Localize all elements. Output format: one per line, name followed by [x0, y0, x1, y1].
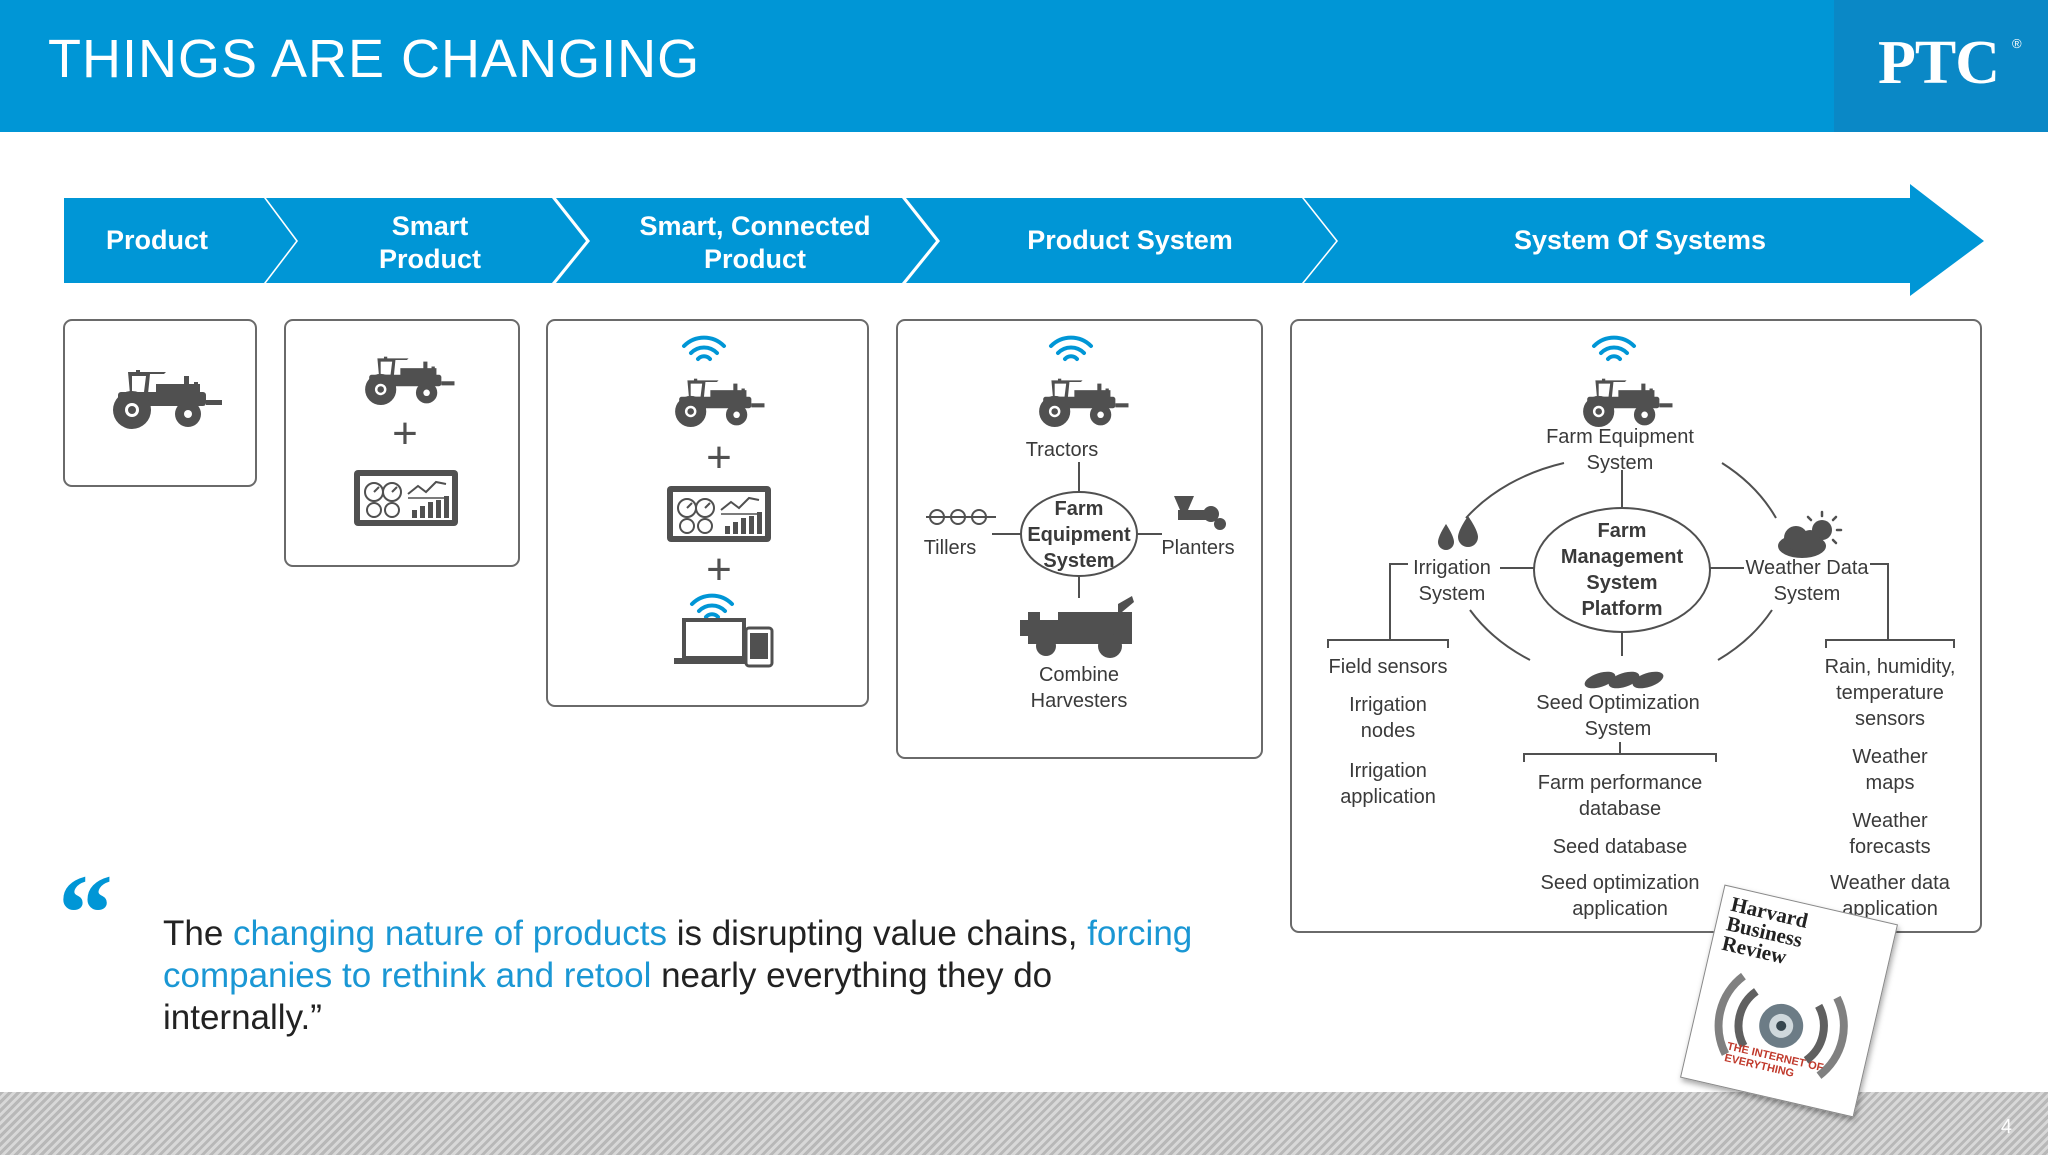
- label-farm-equipment-system: Farm Equipment System: [1027, 498, 1131, 572]
- quote-highlight: forcing companies to rethink and retool: [163, 914, 1193, 995]
- irrigation-item: Irrigation application: [1340, 760, 1436, 808]
- irrigation-item: Irrigation nodes: [1349, 694, 1427, 742]
- weather-item: Rain, humidity, temperature sensors: [1824, 656, 1956, 730]
- chevron-label-product-system: Product System: [1027, 225, 1233, 255]
- seeds-icon: [1584, 671, 1664, 689]
- label-farm-management-platform: Farm Management System Platform: [1560, 520, 1684, 620]
- label-farm-equipment-system: Farm Equipment System: [1546, 426, 1694, 474]
- plus-sign: +: [392, 409, 418, 458]
- quote-mark-icon: “: [58, 852, 113, 974]
- connector-arc: [1465, 462, 1565, 519]
- footer-stripe: [0, 1092, 2048, 1155]
- page-number: 4: [2000, 1116, 2012, 1138]
- connector-arc: [1721, 462, 1777, 519]
- hbr-magazine-cover: Harvard Business Review THE INTERNET OF …: [1680, 884, 1898, 1118]
- dashboard-icon: [666, 485, 772, 543]
- page-title: THINGS ARE CHANGING: [48, 29, 701, 89]
- label-irrigation-system: Irrigation System: [1413, 557, 1491, 605]
- quote-part: is disrupting value chains,: [666, 914, 1088, 953]
- chevron-label-smart-product: Smart Product: [378, 211, 481, 274]
- chevron-smart-connected-product: [556, 198, 936, 283]
- connector-arc: [1717, 609, 1773, 661]
- label-tillers: Tillers: [923, 537, 977, 559]
- combine-harvester-icon: [1020, 596, 1134, 658]
- label-seed-optimization-system: Seed Optimization System: [1536, 692, 1700, 740]
- ptc-logo: PTC ®: [1834, 0, 2048, 132]
- weather-item: Weather data application: [1830, 872, 1950, 920]
- irrigation-item: Field sensors: [1328, 656, 1448, 678]
- label-combine-harvesters: Combine Harvesters: [1030, 664, 1128, 712]
- weather-icon: [1778, 510, 1843, 558]
- planter-icon: [1174, 496, 1226, 530]
- arrow-system-of-systems: [1304, 184, 1984, 296]
- seed-item: Seed database: [1552, 836, 1688, 858]
- plus-sign: +: [706, 545, 732, 594]
- quote-part: nearly everything they do internally.”: [163, 956, 1053, 1037]
- quote-part: The: [163, 914, 234, 953]
- header-bar: THINGS ARE CHANGING PTC ®: [0, 0, 2048, 132]
- logo-registered-mark: ®: [2012, 36, 2022, 51]
- quote-highlight: changing nature of products: [233, 914, 667, 953]
- weather-item: Weather maps: [1852, 746, 1928, 794]
- jet-engine-icon: [1714, 972, 1848, 1079]
- plus-sign: +: [706, 433, 732, 482]
- chevron-label-smart-connected-product: Smart, Connected Product: [639, 211, 871, 274]
- connector-arc: [1469, 609, 1531, 661]
- label-planters: Planters: [1161, 537, 1235, 559]
- logo-text: PTC: [1878, 29, 2000, 97]
- chevron-product: [64, 198, 296, 283]
- seed-item: Seed optimization application: [1540, 872, 1700, 920]
- box-smart-product: [284, 319, 520, 567]
- seed-item: Farm performance database: [1537, 772, 1703, 820]
- chevron-label-system-of-systems: System Of Systems: [1513, 225, 1767, 255]
- dashboard-icon: [353, 469, 459, 527]
- water-drops-icon: [1438, 516, 1478, 550]
- chevron-smart-product: [266, 198, 586, 283]
- weather-item: Weather forecasts: [1849, 810, 1931, 858]
- label-tractors: Tractors: [1025, 439, 1099, 461]
- quote-text: The changing nature of products is disru…: [163, 913, 1203, 1039]
- tiller-icon: [926, 509, 996, 525]
- label-weather-data-system: Weather Data System: [1745, 557, 1869, 605]
- chevron-label-product: Product: [105, 225, 208, 255]
- chevron-product-system: [906, 198, 1336, 283]
